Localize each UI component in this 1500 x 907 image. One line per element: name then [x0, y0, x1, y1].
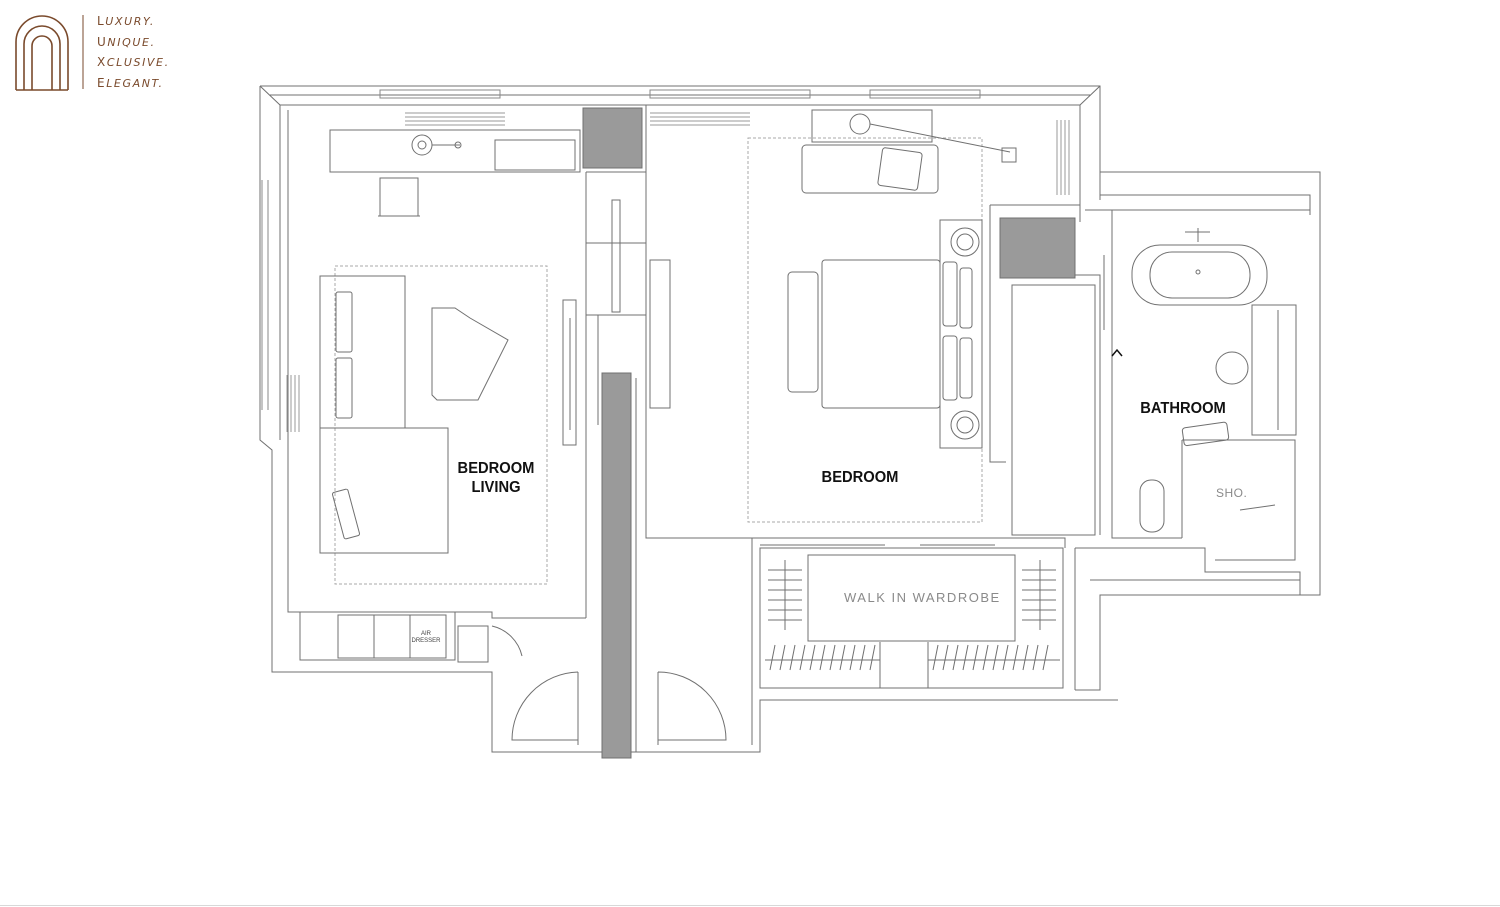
- bedroom-living-furniture: [319, 129, 581, 663]
- bathroom-label: BATHROOM: [1140, 400, 1226, 417]
- hanger-marks-right: [1022, 569, 1056, 621]
- arch-logo-icon: [15, 15, 84, 91]
- bathroom-fixtures: [1103, 228, 1297, 533]
- hanger-marks-bottom: [769, 644, 1049, 671]
- radiator-grilles: [286, 112, 1070, 432]
- window-frames: [261, 89, 981, 410]
- tagline-unique: UNIQUE.: [97, 35, 156, 49]
- air-dresser-label: AIR DRESSER: [411, 631, 441, 644]
- page-bottom-rule: [0, 905, 1500, 906]
- closet-panels: [611, 199, 671, 409]
- tagline-xclusive: XCLUSIVE.: [97, 55, 170, 69]
- walk-in-wardrobe-label: WALK IN WARDROBE: [844, 590, 1001, 605]
- shower-label: SHO.: [1216, 486, 1248, 500]
- bedroom-living-label: BEDROOM LIVING: [457, 460, 535, 496]
- bedroom-furniture: [747, 109, 1017, 523]
- hanger-marks-left: [768, 569, 802, 621]
- structural-columns: [582, 107, 1076, 759]
- tagline-elegant: ELEGANT.: [97, 76, 164, 90]
- walk-in-wardrobe-fittings: [759, 544, 1064, 689]
- entrance-doors: [511, 299, 727, 745]
- exterior-walls: [259, 85, 1321, 753]
- bedroom-label: BEDROOM: [821, 469, 899, 486]
- tagline-luxury: LUXURY.: [97, 14, 155, 28]
